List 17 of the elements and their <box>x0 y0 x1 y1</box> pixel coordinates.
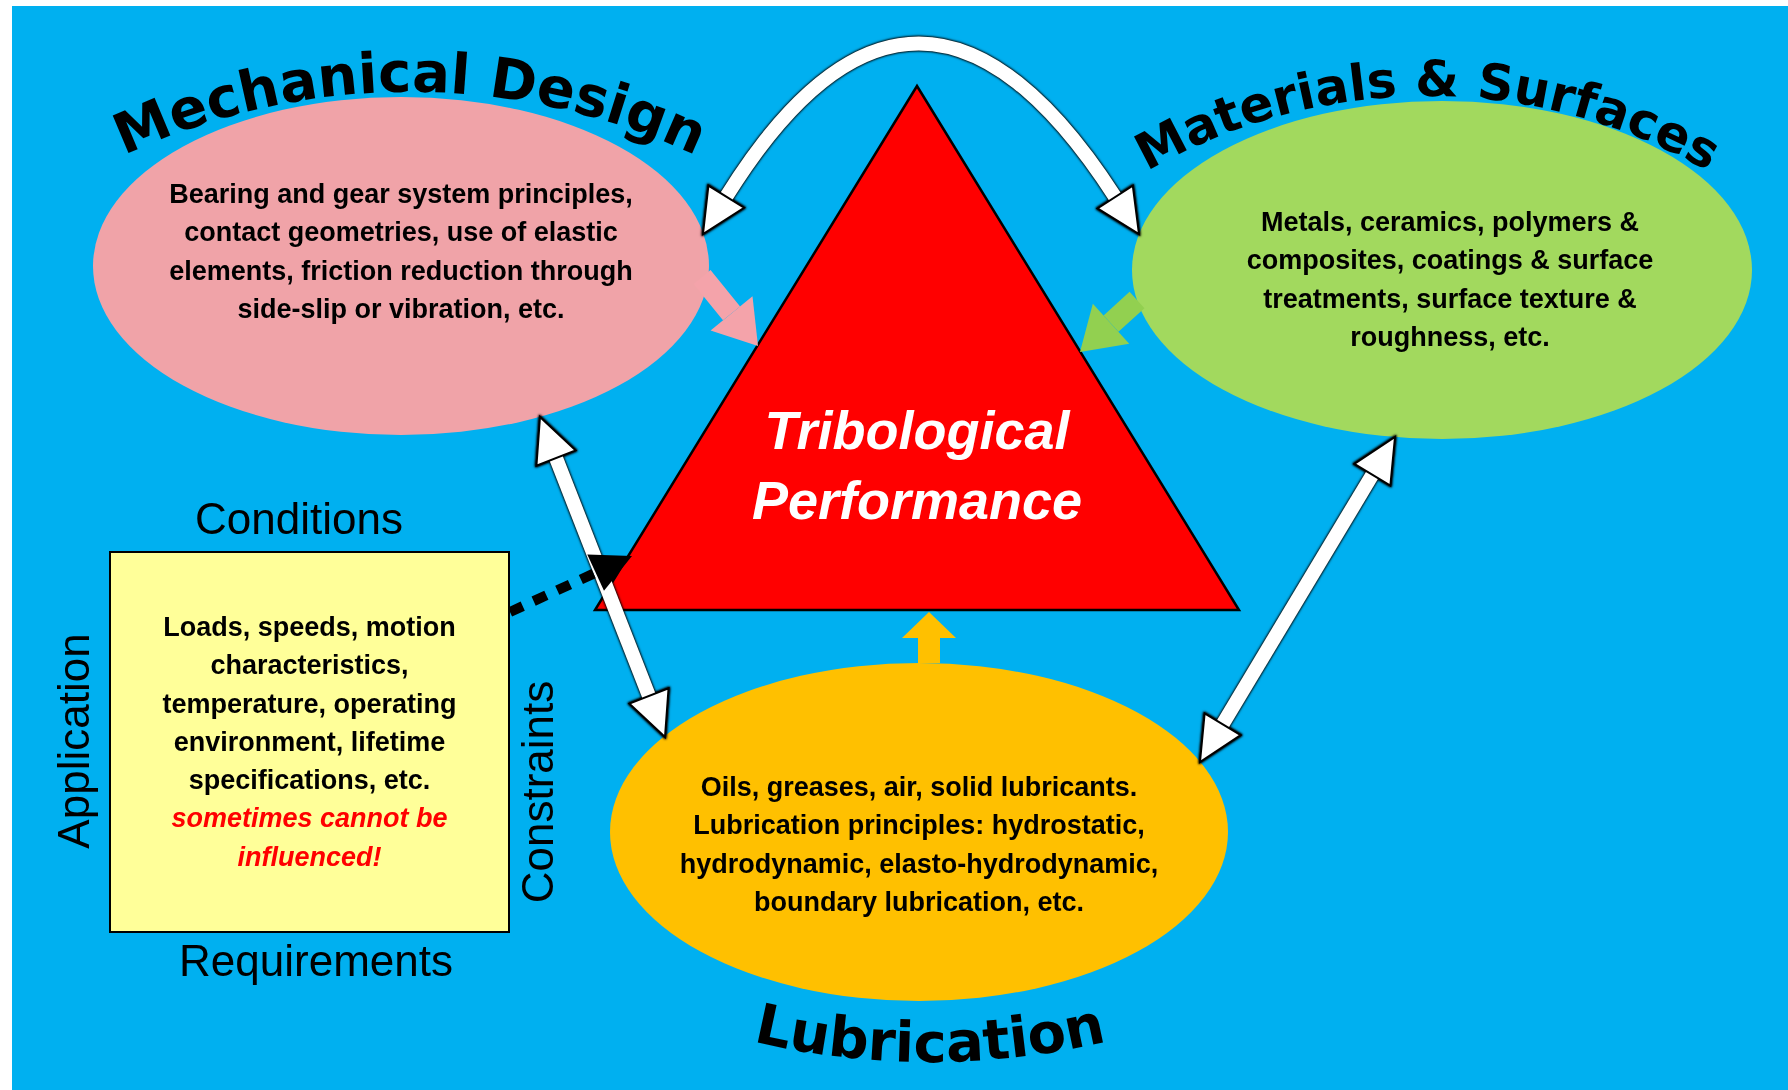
description-text: Bearing and gear system principles, contact geometries, use of elastic elements, friction reduction through side-slip or vibration, etc. <box>168 178 634 327</box>
description-text: Metals, ceramics, polymers & composites, coatings & surface treatments, surface texture & roughness, etc. <box>1245 206 1655 355</box>
side-label: Constraints <box>513 680 563 904</box>
title-text: Tribological Performance <box>750 398 1084 532</box>
arrow <box>1080 291 1145 352</box>
warning-text: sometimes cannot be influenced! <box>170 802 449 874</box>
arrow <box>700 36 1142 235</box>
arrow <box>1199 436 1396 763</box>
description-text: Oils, greases, air, solid lubricants. Lubrication principles: hydrostatic, hydrodynamic, elasto-hydrodynamic, boundary lubrication, etc. <box>678 771 1160 920</box>
heading-text: Lubrication <box>749 990 1111 1076</box>
arrow <box>902 612 956 663</box>
arrow <box>507 554 632 617</box>
side-label: Application <box>49 633 99 849</box>
arrow <box>535 416 670 738</box>
side-label: Conditions <box>195 494 403 544</box>
side-label: Requirements <box>179 936 453 986</box>
note-text: Loads, speeds, motion characteristics, temperature, operating environment, lifetime specifications, etc. <box>161 610 458 798</box>
